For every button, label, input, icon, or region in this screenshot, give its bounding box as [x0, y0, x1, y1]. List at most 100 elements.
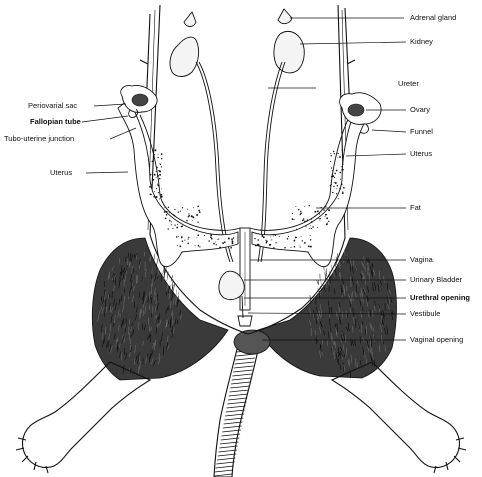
tail-ring: [233, 369, 253, 373]
fat-dot: [198, 244, 200, 246]
fur-stroke: [139, 361, 141, 370]
fur-stroke: [349, 307, 352, 314]
fur-stroke: [355, 284, 358, 293]
fur-stroke: [149, 334, 152, 343]
fur-stroke: [114, 277, 116, 286]
fat-dot: [210, 234, 213, 237]
ovaries: [120, 85, 382, 134]
fat-dot: [293, 245, 296, 248]
fur-stroke: [171, 330, 174, 338]
fur-stroke: [138, 355, 141, 362]
tail-ring: [217, 457, 236, 461]
fur-stroke: [147, 335, 149, 341]
fat-dot: [324, 216, 326, 218]
fat-dot: [197, 234, 200, 237]
fat-dot: [327, 222, 329, 224]
fur-stroke: [180, 314, 182, 320]
fat-dot: [316, 210, 319, 213]
fat-dot: [337, 157, 339, 159]
fat-dot: [172, 227, 174, 229]
fur-stroke: [361, 321, 364, 326]
label-kidney: Kidney: [410, 37, 433, 46]
fur-stroke: [104, 291, 106, 301]
fur-stroke: [166, 342, 169, 350]
fat-dot: [278, 235, 280, 237]
fur-stroke: [346, 254, 349, 261]
tail-ring: [231, 377, 252, 381]
fur-stroke: [316, 316, 319, 322]
fur-stroke: [129, 352, 131, 358]
fat-dot: [181, 236, 183, 239]
fur-stroke: [318, 310, 321, 319]
fur-stroke: [384, 343, 386, 352]
fur-stroke: [156, 258, 159, 268]
fat-dot: [269, 243, 272, 246]
fur-stroke: [343, 364, 345, 372]
urethra: [241, 295, 244, 319]
fur-stroke: [339, 302, 341, 308]
fur-stroke: [142, 297, 145, 304]
fat-dot: [254, 244, 257, 247]
fur-stroke: [122, 365, 125, 375]
fat-dot: [188, 213, 190, 215]
fur-stroke: [351, 291, 354, 301]
fur-stroke: [167, 344, 170, 350]
fur-stroke: [361, 270, 364, 280]
fat-dot: [324, 205, 327, 207]
fur-stroke: [390, 297, 393, 303]
fat-dot: [336, 184, 339, 187]
fur-stroke: [360, 261, 364, 267]
fur-stroke: [335, 353, 339, 363]
hind-legs: [15, 361, 467, 474]
fat-dot: [196, 214, 199, 216]
fur-stroke: [365, 325, 368, 335]
fur-stroke: [139, 309, 141, 317]
tail-ring: [228, 393, 249, 397]
fur-stroke: [130, 326, 132, 332]
fur-stroke: [157, 268, 159, 276]
fat-dot: [159, 163, 161, 165]
fat-dot: [151, 160, 154, 163]
fur-stroke: [373, 334, 375, 343]
fat-dot: [156, 166, 158, 169]
fat-dot: [294, 236, 297, 239]
fur-stroke: [104, 308, 106, 318]
fat-dot: [273, 247, 275, 249]
fur-stroke: [102, 298, 105, 304]
fur-stroke: [110, 345, 113, 353]
fur-stroke: [131, 295, 134, 303]
fat-dot: [299, 213, 302, 216]
fat-dot: [165, 210, 168, 213]
fat-dot: [314, 210, 317, 213]
label-ureter: Ureter: [398, 79, 419, 88]
fat-dot: [219, 246, 222, 249]
fur-stroke: [332, 346, 334, 355]
fur-stroke: [135, 314, 137, 321]
fur-stroke: [103, 289, 106, 298]
fat-dot: [308, 228, 310, 230]
fur-stroke: [124, 347, 126, 356]
fat-dot: [179, 245, 182, 248]
fat-dot: [157, 183, 159, 185]
fat-dot: [197, 205, 200, 208]
fur-stroke: [326, 340, 328, 346]
tail-rings: [214, 349, 257, 477]
fat-dot: [342, 163, 344, 165]
fat-dot: [222, 242, 224, 243]
fur-stroke: [153, 254, 156, 262]
fur-stroke: [149, 333, 151, 338]
fur-stroke: [105, 305, 108, 314]
fat-dot: [198, 211, 201, 214]
left-hind-leg: [21, 361, 152, 469]
fur-stroke: [172, 297, 175, 306]
fat-dot: [187, 208, 189, 210]
fur-stroke: [373, 358, 375, 367]
fur-stroke: [119, 351, 121, 358]
fat-dot: [210, 236, 212, 239]
fat-dot: [325, 223, 328, 226]
fat-dot: [231, 242, 234, 245]
fat-stipple: [149, 149, 345, 249]
fat-dot: [343, 186, 345, 189]
fat-dot: [275, 242, 277, 244]
fur-stroke: [387, 295, 391, 305]
